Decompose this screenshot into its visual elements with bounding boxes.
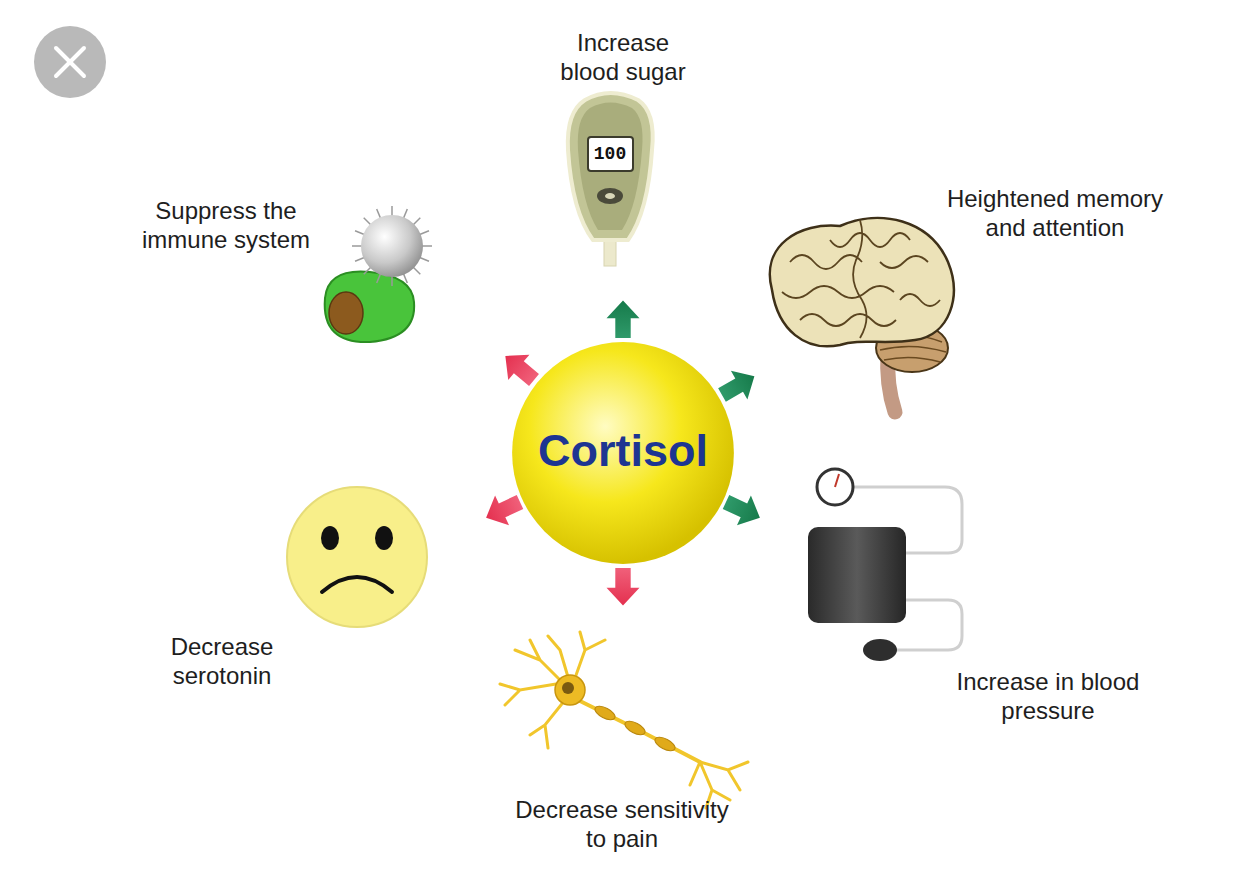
effect-label: Decrease serotonin <box>142 632 302 690</box>
hormone-circle: Cortisol <box>511 341 735 565</box>
effect-label: Increase blood sugar <box>548 28 698 86</box>
effect-label: Decrease sensitivity to pain <box>510 795 735 853</box>
close-button <box>34 26 106 98</box>
blood-pressure-meter <box>808 469 962 661</box>
sad-face <box>287 487 427 627</box>
neuron <box>500 632 748 808</box>
meter-reading: 100 <box>588 143 632 165</box>
effect-label: Increase in blood pressure <box>953 667 1143 725</box>
effect-label: Heightened memory and attention <box>930 184 1180 242</box>
effect-arrows <box>479 301 767 606</box>
hormone-name: Cortisol <box>511 425 735 477</box>
effect-label: Suppress the immune system <box>126 196 326 254</box>
glucose-meter <box>568 93 653 266</box>
brain <box>770 218 954 412</box>
immune-cell <box>325 206 432 342</box>
